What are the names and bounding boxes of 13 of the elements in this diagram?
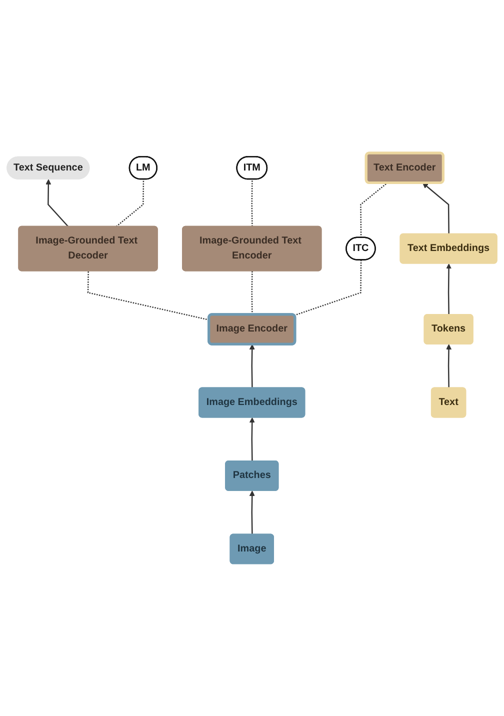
connector xyxy=(360,182,388,238)
arrow xyxy=(446,344,452,388)
connector xyxy=(87,270,210,320)
arrow xyxy=(446,263,452,314)
arrow xyxy=(249,490,255,534)
arrow xyxy=(249,344,255,388)
arrow xyxy=(249,417,255,461)
connector xyxy=(251,178,253,226)
connector xyxy=(116,178,144,227)
arrow xyxy=(422,182,450,234)
connector xyxy=(251,270,253,314)
connector xyxy=(294,260,362,316)
arrow xyxy=(46,178,69,227)
